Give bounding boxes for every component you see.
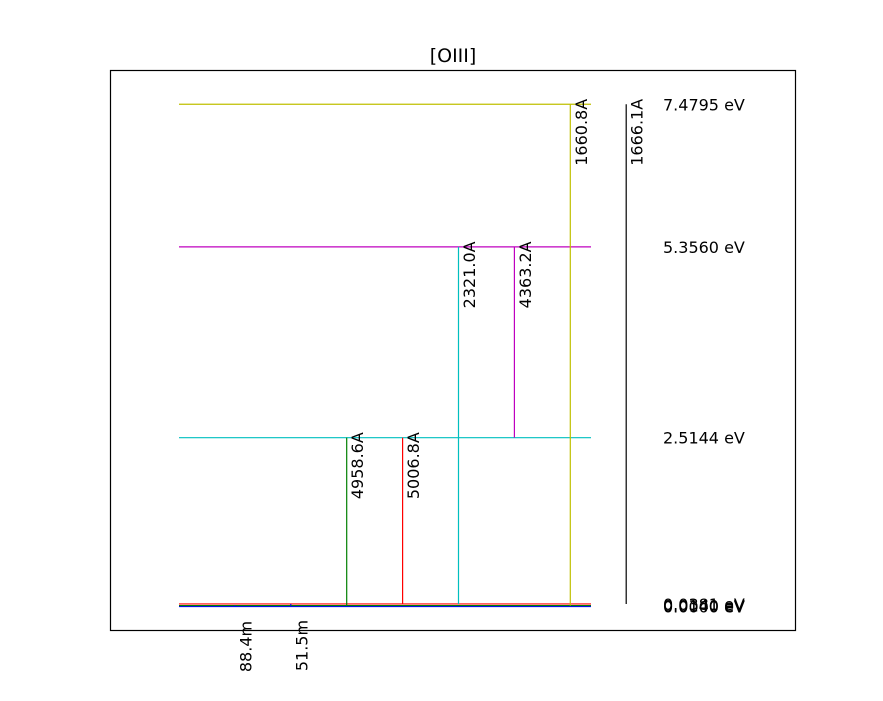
plot-frame bbox=[109, 69, 797, 632]
levels-layer: 0.0000 eV0.0140 eV0.0381 eV 2.5144 eV 5.35… bbox=[179, 95, 745, 616]
transition-label-2: 4958.6A bbox=[348, 432, 367, 499]
chart-title: [OIII] bbox=[430, 45, 477, 67]
transition-label-0: 88.4m bbox=[236, 621, 255, 672]
level-label-5: 7.4795 eV bbox=[663, 95, 745, 114]
level-label-1: 0.0140 eV bbox=[663, 597, 745, 616]
transition-label-3: 5006.8A bbox=[404, 432, 423, 499]
transition-label-5: 4363.2A bbox=[516, 241, 535, 308]
level-label-3: 2.5144 eV bbox=[663, 429, 745, 448]
level-label-2: 0.0381 eV bbox=[663, 595, 745, 614]
transition-label-6: 1660.8A bbox=[572, 99, 591, 166]
transition-label-1: 51.5m bbox=[292, 620, 311, 671]
transitions-layer: 88.4m 51.5m 4958.6A 5006.8A 2321.0A 4363.2A 16… bbox=[234, 99, 647, 672]
level-label-0: 0.0000 eV bbox=[663, 597, 745, 616]
level-label-4: 5.3560 eV bbox=[663, 238, 745, 257]
transition-label-4: 2321.0A bbox=[460, 241, 479, 308]
transition-label-7: 1666.1A bbox=[628, 99, 647, 166]
